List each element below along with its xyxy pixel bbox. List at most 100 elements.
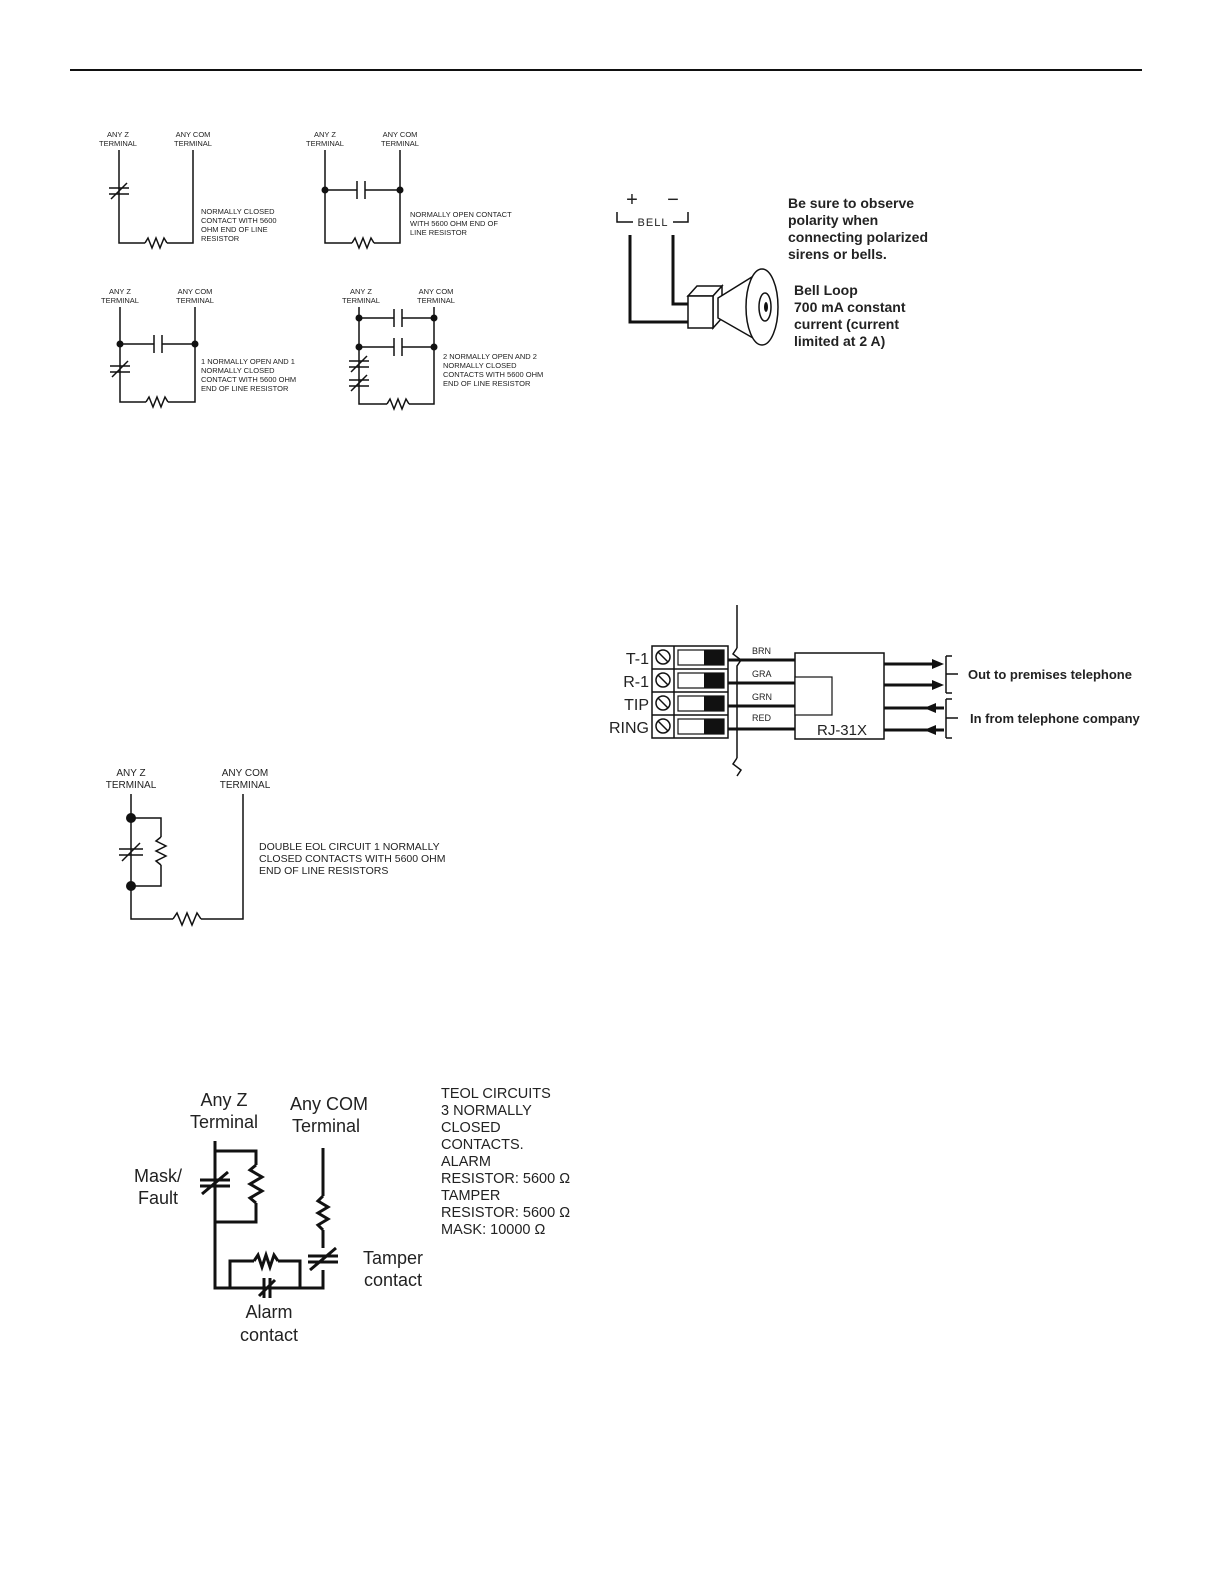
alarm-contact-label: Alarm [245, 1302, 292, 1322]
diagram-note: CONTACTS. [441, 1137, 524, 1153]
diagram-note: CONTACTS WITH 5600 OHM [443, 370, 543, 379]
z-terminal-label: ANY Z [107, 130, 129, 139]
wire-label-red: RED [752, 713, 772, 723]
diagram-double-eol: ANY Z TERMINAL ANY COM TERMINAL DOUBLE E… [106, 768, 446, 927]
rj31x-label: RJ-31X [817, 722, 867, 739]
resistor-symbol [247, 1163, 265, 1205]
diagram-note: NORMALLY OPEN CONTACT [410, 210, 512, 219]
polarity-note: sirens or bells. [788, 246, 887, 262]
terminal-screw-icon [655, 672, 725, 689]
diagram-note: 3 NORMALLY [441, 1103, 532, 1119]
siren-icon [686, 268, 779, 346]
diagram-note: CLOSED CONTACTS WITH 5600 OHM [259, 853, 446, 865]
polarity-note: Be sure to observe [788, 195, 914, 211]
terminal-label-r1: R-1 [623, 674, 649, 691]
diagram-note: NORMALLY CLOSED [201, 207, 275, 216]
resistor-symbol [144, 235, 168, 251]
polarity-note: polarity when [788, 212, 878, 228]
arrow-right-icon [932, 659, 944, 690]
z-terminal-label: TERMINAL [306, 139, 344, 148]
z-terminal-label: TERMINAL [99, 139, 137, 148]
diagram-telephone: T-1 R-1 TIP RING BRN GRA GRN RED RJ-31X [609, 605, 1141, 777]
nc-contact-symbol [109, 182, 129, 200]
diagram-note: MASK: 10000 Ω [441, 1222, 545, 1238]
diagram-note: CONTACT WITH 5600 OHM [201, 375, 296, 384]
diagram-note: OHM END OF LINE [201, 225, 268, 234]
bell-minus-label: − [667, 189, 679, 211]
resistor-symbol [315, 1194, 331, 1232]
diagram-note: RESISTOR: 5600 Ω [441, 1205, 570, 1221]
diagram-no-eol: ANY Z TERMINAL ANY COM TERMINAL NORMALLY… [306, 130, 512, 251]
com-terminal-label: TERMINAL [220, 780, 271, 791]
wire-label-gra: GRA [752, 669, 772, 679]
com-terminal-label: ANY COM [419, 287, 454, 296]
diagram-note: NORMALLY CLOSED [201, 366, 275, 375]
z-terminal-label: ANY Z [116, 768, 145, 779]
com-terminal-label: TERMINAL [174, 139, 212, 148]
com-terminal-label: ANY COM [383, 130, 418, 139]
z-terminal-label: ANY Z [314, 130, 336, 139]
diagram-note: DOUBLE EOL CIRCUIT 1 NORMALLY [259, 841, 440, 853]
z-terminal-label: Terminal [190, 1112, 258, 1132]
diagram-note: RESISTOR: 5600 Ω [441, 1171, 570, 1187]
in-from-telco-label: In from telephone company [970, 711, 1141, 726]
terminal-screw-icon [655, 718, 725, 735]
resistor-symbol [172, 911, 202, 927]
z-terminal-label: ANY Z [109, 287, 131, 296]
mask-fault-label: Fault [138, 1188, 178, 1208]
diagram-nc-eol: ANY Z TERMINAL ANY COM TERMINAL NORMALLY… [99, 130, 277, 251]
wire-label-grn: GRN [752, 692, 772, 702]
com-terminal-label: TERMINAL [417, 296, 455, 305]
diagram-note: LINE RESISTOR [410, 228, 468, 237]
terminal-screw-icon [655, 695, 725, 712]
diagram-note: 1 NORMALLY OPEN AND 1 [201, 357, 295, 366]
diagram-note: WITH 5600 OHM END OF [410, 219, 498, 228]
nc-contact-symbol [119, 842, 143, 862]
diagram-note: END OF LINE RESISTORS [259, 865, 388, 877]
tamper-contact-label: Tamper [363, 1248, 423, 1268]
nc-contact-symbol [349, 355, 369, 373]
arrow-left-icon [924, 703, 936, 735]
tamper-contact-symbol [308, 1246, 338, 1272]
z-terminal-label: TERMINAL [342, 296, 380, 305]
bell-loop-note: limited at 2 A) [794, 333, 885, 349]
terminal-label-tip: TIP [624, 697, 649, 714]
bell-loop-note: Bell Loop [794, 282, 858, 298]
terminal-label-ring: RING [609, 720, 649, 737]
diagram-note: CONTACT WITH 5600 [201, 216, 277, 225]
alarm-contact-label: contact [240, 1325, 298, 1345]
no-contact-symbol [359, 309, 434, 327]
z-terminal-label: TERMINAL [106, 780, 157, 791]
no-contact-symbol [120, 335, 195, 353]
resistor-symbol [154, 836, 168, 866]
com-terminal-label: ANY COM [222, 768, 269, 779]
nc-contact-symbol [349, 374, 369, 392]
diagram-note: END OF LINE RESISTOR [201, 384, 289, 393]
bell-terminal-label: BELL [638, 217, 669, 229]
bell-loop-note: current (current [794, 316, 899, 332]
mask-fault-label: Mask/ [134, 1166, 182, 1186]
resistor-symbol [386, 396, 410, 412]
com-terminal-label: Terminal [292, 1116, 360, 1136]
terminal-label-t1: T-1 [626, 651, 649, 668]
diagram-note: NORMALLY CLOSED [443, 361, 517, 370]
out-to-premises-label: Out to premises telephone [968, 667, 1132, 682]
com-terminal-label: TERMINAL [381, 139, 419, 148]
z-terminal-label: ANY Z [350, 287, 372, 296]
com-terminal-label: Any COM [290, 1094, 368, 1114]
wire-label-brn: BRN [752, 646, 771, 656]
diagram-note: CLOSED [441, 1120, 501, 1136]
diagram-note: TEOL CIRCUITS [441, 1086, 551, 1102]
bell-plus-label: + [626, 189, 638, 211]
resistor-symbol [351, 235, 375, 251]
nc-contact-symbol [110, 360, 130, 378]
diagram-no-nc: ANY Z TERMINAL ANY COM TERMINAL 1 NORMAL… [101, 287, 296, 410]
diagram-note: ALARM [441, 1154, 491, 1170]
z-terminal-label: Any Z [200, 1090, 247, 1110]
com-terminal-label: TERMINAL [176, 296, 214, 305]
resistor-symbol [252, 1250, 280, 1272]
tamper-contact-label: contact [364, 1270, 422, 1290]
polarity-note: connecting polarized [788, 229, 928, 245]
header-rule [70, 69, 1142, 71]
